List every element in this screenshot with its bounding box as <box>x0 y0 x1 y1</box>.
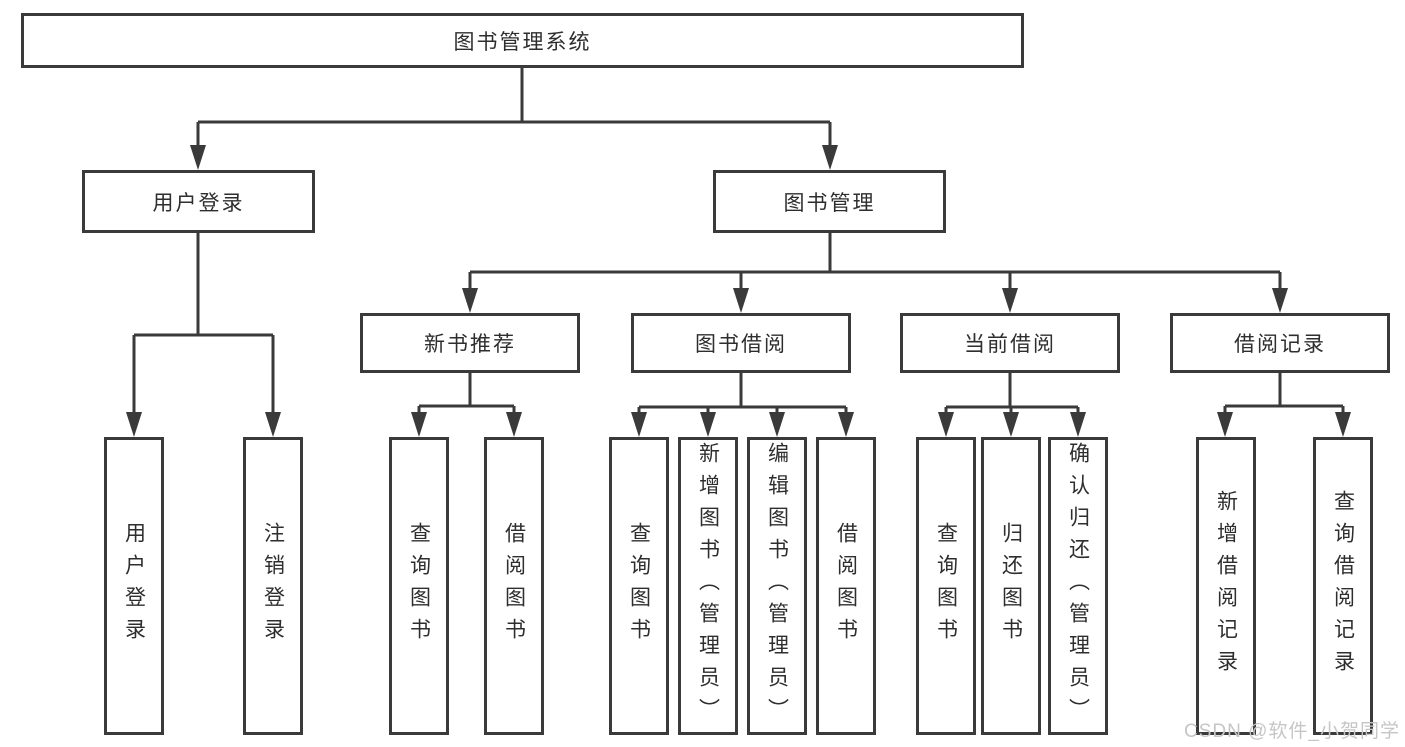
csdn-watermark: CSDN @软件_小贺同学 <box>1184 721 1400 742</box>
leaf-borrow-books: 借阅图书 <box>816 437 876 735</box>
node-user-login: 用户登录 <box>82 170 315 233</box>
leaf-add-books-admin: 新增图书（管理员） <box>678 437 738 735</box>
node-new-book-recommendation: 新书推荐 <box>360 313 580 373</box>
leaf-return-books: 归还图书 <box>981 437 1041 735</box>
node-book-management: 图书管理 <box>713 170 946 233</box>
leaf-confirm-return-admin: 确认归还（管理员） <box>1048 437 1108 735</box>
node-library-management-system: 图书管理系统 <box>21 13 1024 68</box>
leaf-borrow-books: 借阅图书 <box>484 437 544 735</box>
leaf-user-login: 用户登录 <box>104 437 164 735</box>
leaf-query-books: 查询图书 <box>389 437 449 735</box>
leaf-query-books: 查询图书 <box>916 437 976 735</box>
node-book-borrowing: 图书借阅 <box>631 313 851 373</box>
node-current-borrowing: 当前借阅 <box>900 313 1120 373</box>
leaf-edit-books-admin: 编辑图书（管理员） <box>747 437 807 735</box>
node-borrowing-records: 借阅记录 <box>1170 313 1390 373</box>
leaf-query-books: 查询图书 <box>609 437 669 735</box>
leaf-query-borrow-record: 查询借阅记录 <box>1313 437 1373 735</box>
leaf-add-borrow-record: 新增借阅记录 <box>1196 437 1256 735</box>
leaf-logout: 注销登录 <box>243 437 303 735</box>
